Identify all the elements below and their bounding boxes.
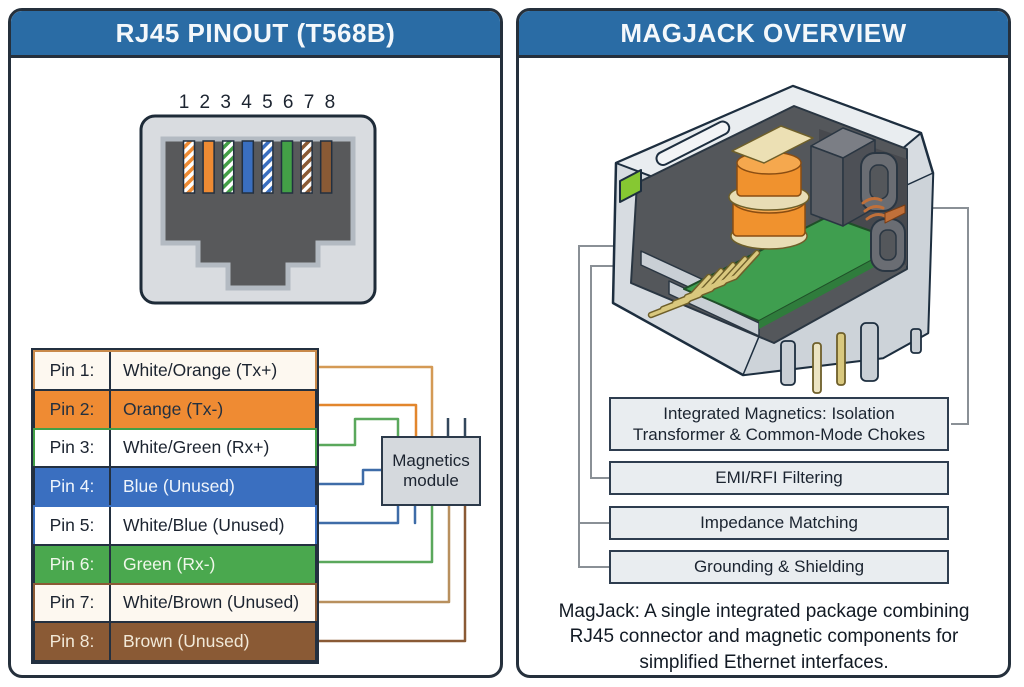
wire-pin6 <box>318 506 434 564</box>
pin-number: 7 <box>303 92 315 113</box>
magjack-cutaway-illustration <box>611 84 935 394</box>
pin-8-brown <box>319 140 333 194</box>
pin-number-row: 1 2 3 4 5 6 7 8 <box>178 92 336 114</box>
table-row-pin1: Pin 1: White/Orange (Tx+) <box>33 350 317 391</box>
pin-label: Pin 1: <box>35 352 111 389</box>
callout-line-left-2 <box>590 265 615 479</box>
pin-label: Pin 4: <box>35 468 111 505</box>
pin-desc: Brown (Unused) <box>123 631 250 652</box>
pin-number: 4 <box>241 92 252 113</box>
wire-pin3 <box>318 417 400 447</box>
label-emi-rfi-filtering: EMI/RFI Filtering <box>609 461 949 495</box>
pin-desc: White/Brown (Unused) <box>123 592 300 613</box>
magnetics-module-box: Magnetics module <box>381 436 481 506</box>
magjack-caption: MagJack: A single integrated package com… <box>558 601 970 673</box>
pin-number: 1 <box>178 92 190 113</box>
mounting-legs <box>780 322 922 394</box>
table-row-pin2: Pin 2: Orange (Tx-) <box>33 388 317 430</box>
side-peg-detail <box>910 328 922 354</box>
pin-desc: White/Blue (Unused) <box>123 514 285 535</box>
plastic-post-left <box>780 340 796 386</box>
right-panel-header: MAGJACK OVERVIEW <box>519 11 1008 58</box>
pinout-table: Pin 1: White/Orange (Tx+) Pin 2: Orange … <box>31 348 319 664</box>
pin-desc: White/Green (Rx+) <box>123 437 270 458</box>
label-integrated-magnetics: Integrated Magnetics: Isolation Transfor… <box>609 397 949 451</box>
table-row-pin5: Pin 5: White/Blue (Unused) <box>33 505 317 546</box>
common-mode-chokes <box>860 152 906 272</box>
table-row-pin4: Pin 4: Blue (Unused) <box>33 466 317 507</box>
led-indicator <box>619 169 642 203</box>
callout-line-right-1 <box>930 207 969 425</box>
pin-1-white-orange <box>182 140 196 194</box>
pin-number: 3 <box>220 92 231 113</box>
pin-label: Pin 6: <box>35 545 111 583</box>
wire-pin5 <box>318 506 400 525</box>
pin-desc: Blue (Unused) <box>123 476 235 497</box>
pin-label: Pin 8: <box>35 623 111 660</box>
table-row-pin7: Pin 7: White/Brown (Unused) <box>33 582 317 624</box>
pin-desc: Green (Rx-) <box>123 553 216 574</box>
isolation-transformer-bobbin <box>728 125 814 250</box>
label-impedance-matching: Impedance Matching <box>609 506 949 540</box>
wire-pin7 <box>318 506 451 604</box>
magjack-overview-panel: MAGJACK OVERVIEW <box>516 8 1011 678</box>
wire-pin8 <box>318 506 467 643</box>
pin-number: 5 <box>262 92 273 113</box>
rj45-pinout-panel: RJ45 PINOUT (T568B) <box>8 8 503 678</box>
table-row-pin3: Pin 3: White/Green (Rx+) <box>33 427 317 469</box>
wire-pin1 <box>318 365 434 436</box>
pin-number: 2 <box>199 92 211 113</box>
wire-pin2 <box>318 403 418 436</box>
pin-4-blue <box>241 140 255 194</box>
rj45-diagram-layer <box>139 114 467 643</box>
solder-pin-cream <box>812 342 822 394</box>
pin-6-green <box>280 140 294 194</box>
left-panel-title: RJ45 PINOUT (T568B) <box>115 17 396 48</box>
socket-pins <box>182 140 333 194</box>
pin-desc: White/Orange (Tx+) <box>123 359 278 380</box>
gold-contact-pins <box>647 249 761 319</box>
table-row-pin6: Pin 6: Green (Rx-) <box>33 543 317 585</box>
pin-2-orange <box>202 140 215 194</box>
pin-number: 6 <box>282 92 294 113</box>
solder-pin-gold <box>836 332 846 386</box>
magjack-diagram-layer <box>578 84 969 568</box>
pcb-front-edge <box>759 243 904 329</box>
pin-7-white-brown <box>300 140 313 194</box>
pin-label: Pin 2: <box>35 390 111 428</box>
label-grounding-shielding: Grounding & Shielding <box>609 550 949 584</box>
plastic-post-right <box>860 322 879 382</box>
top-slot-detail <box>655 120 731 166</box>
pin-number: 8 <box>324 92 336 113</box>
pin-label: Pin 5: <box>35 507 111 544</box>
copper-windings <box>861 197 887 221</box>
pin-label: Pin 7: <box>35 584 111 622</box>
wire-pin4 <box>318 468 381 486</box>
right-panel-title: MAGJACK OVERVIEW <box>620 17 907 48</box>
pin-label: Pin 3: <box>35 429 111 467</box>
left-panel-header: RJ45 PINOUT (T568B) <box>11 11 500 58</box>
copper-strap <box>884 204 906 224</box>
callout-line-left-1 <box>578 245 621 568</box>
callout-lines <box>578 207 969 568</box>
pin-5-white-blue <box>261 140 274 194</box>
rj45-socket-graphic <box>139 114 377 305</box>
pin-desc: Orange (Tx-) <box>123 398 224 419</box>
pin-3-white-green <box>221 140 235 194</box>
table-row-pin8: Pin 8: Brown (Unused) <box>33 621 317 662</box>
wiring-harness <box>318 365 467 643</box>
